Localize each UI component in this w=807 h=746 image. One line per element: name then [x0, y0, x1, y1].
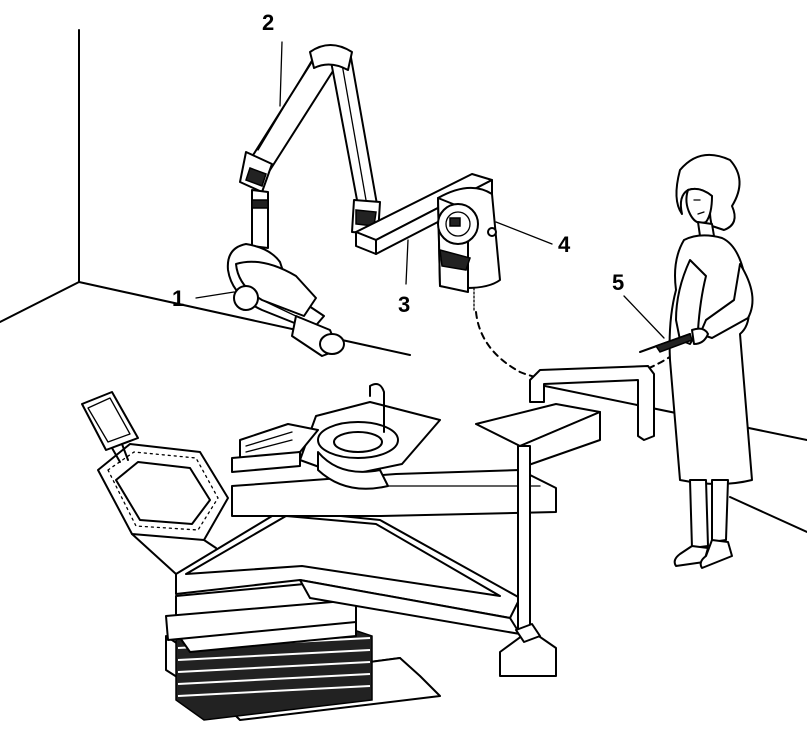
xray-tube-head: [226, 243, 345, 357]
leader-line-4: [495, 221, 553, 245]
xray-control-box: [437, 187, 691, 383]
callout-3: 3: [398, 292, 410, 317]
operator-figure: [639, 153, 754, 569]
callout-1: 1: [172, 286, 184, 311]
callout-4: 4: [558, 232, 571, 257]
leader-line-5: [623, 295, 665, 339]
leader-lines: [195, 41, 665, 339]
dental-chair: [81, 391, 521, 721]
xray-articulating-arm: [239, 44, 493, 255]
leader-line-2: [279, 41, 283, 107]
callout-labels: 2 1 3 4 5: [172, 10, 624, 317]
callout-5: 5: [612, 270, 624, 295]
leader-line-3: [405, 239, 409, 285]
callout-2: 2: [262, 10, 274, 35]
leader-line-1: [195, 291, 235, 299]
dental-delivery-unit: [231, 365, 655, 677]
